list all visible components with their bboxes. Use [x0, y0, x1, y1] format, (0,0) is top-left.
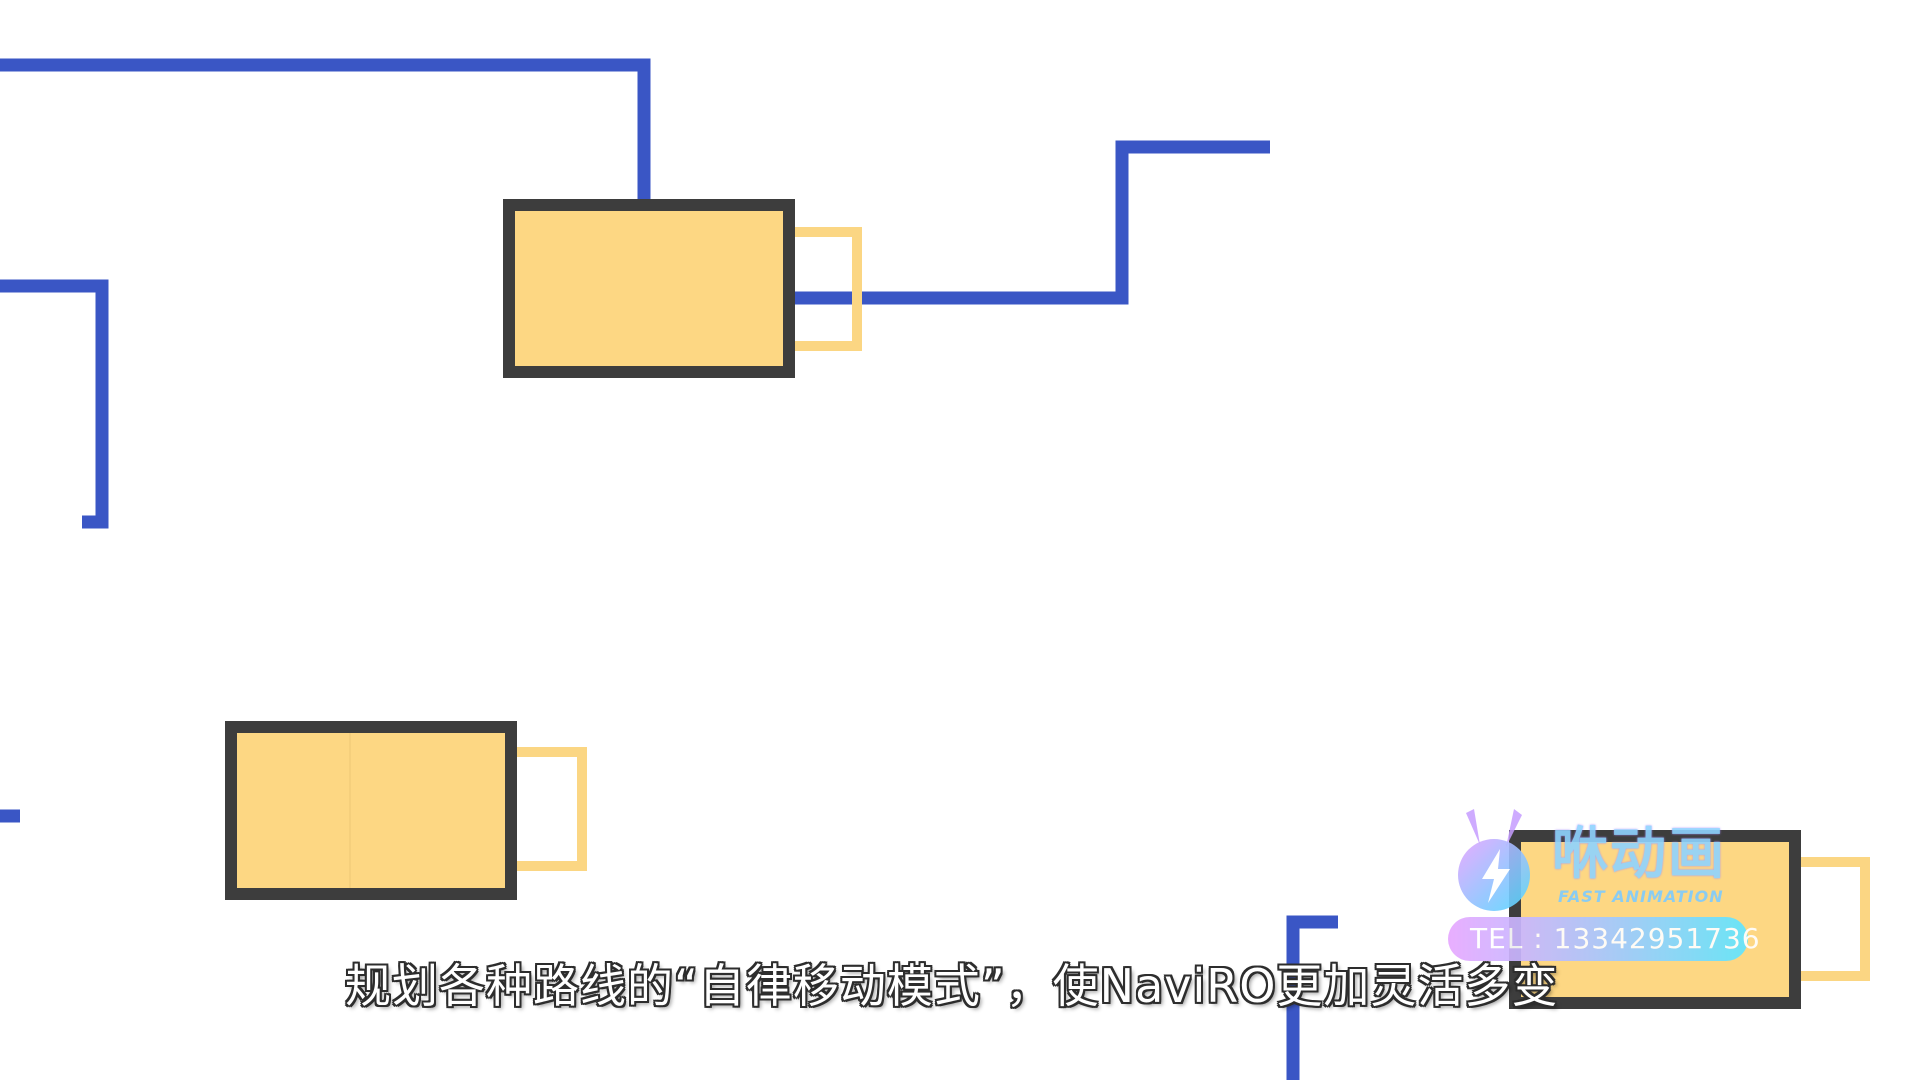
watermark-tel-pill: TEL : 13342951736	[1448, 917, 1760, 961]
lightning-bolt-icon	[1458, 809, 1530, 911]
route-line-bottom-right	[1286, 915, 1338, 1080]
battery-body	[503, 199, 795, 378]
battery-bottom-left	[225, 721, 587, 900]
route-lines	[0, 58, 1338, 1080]
watermark: 咻动画 FAST ANIMATION TEL : 13342951736	[1440, 805, 1760, 970]
route-line-top	[0, 58, 651, 205]
watermark-tel: TEL : 13342951736	[1470, 922, 1761, 955]
battery-body	[225, 721, 517, 900]
battery-terminal	[507, 747, 587, 871]
subtitle-caption: 规划各种路线的“自律移动模式”，使NaviRO更加灵活多变	[345, 959, 1559, 1013]
watermark-brand: 咻动画	[1552, 822, 1726, 887]
battery-top	[503, 199, 862, 378]
route-line-left	[0, 279, 109, 529]
battery-terminal	[782, 227, 862, 351]
route-line-right	[785, 140, 1270, 305]
battery-terminal	[1790, 857, 1870, 981]
watermark-brand-en: FAST ANIMATION	[1558, 887, 1724, 906]
